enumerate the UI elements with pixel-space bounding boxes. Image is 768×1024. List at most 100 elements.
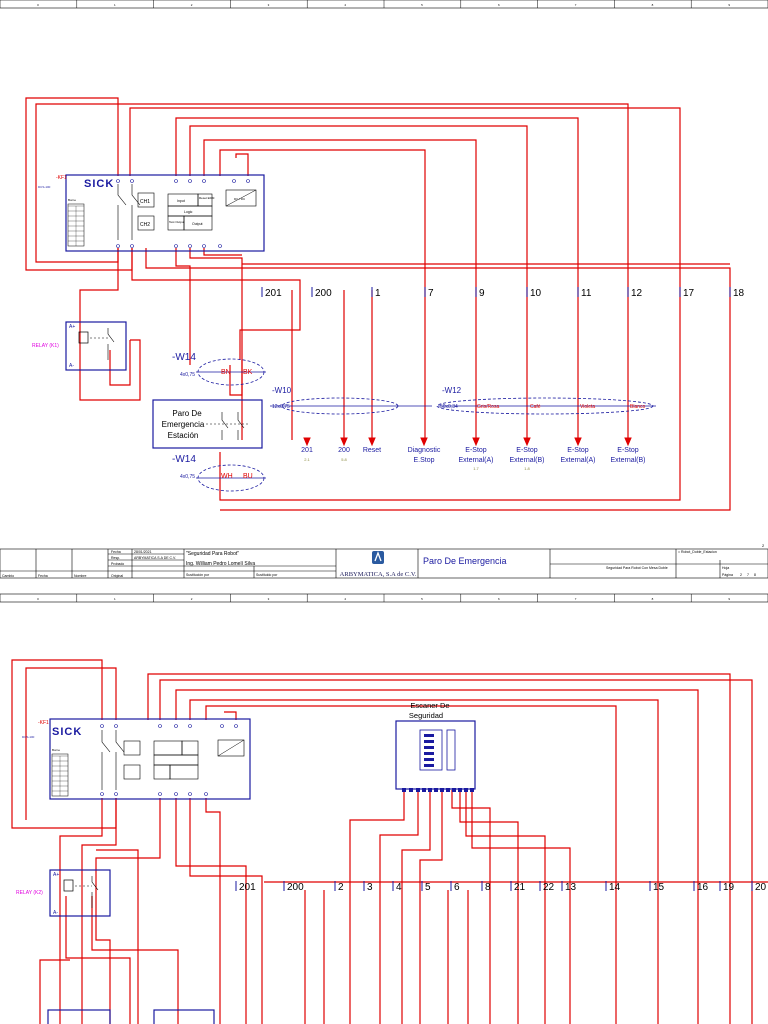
tb-hoja: Hoja [722, 566, 729, 570]
tb-resp-hdr: Resp. [111, 556, 120, 560]
ruler-number: 9 [728, 597, 730, 601]
scanner-pin [428, 788, 432, 792]
cable-w10-spec: 12x0,75 [272, 404, 290, 410]
company-logo [372, 551, 384, 564]
relay2-a-plus: A+ [53, 872, 59, 878]
tb-file: = Robot_Doble_Estacion [678, 550, 717, 554]
scanner-led [424, 758, 434, 761]
red-wiring [11, 659, 753, 1024]
tb-project: "Seguridad Para Robot" [186, 551, 239, 557]
output-arrow [574, 437, 582, 447]
tb-engineer: Ing. William Pedro Lomelí Silva [186, 561, 255, 567]
bus-label: 11 [581, 288, 592, 299]
ruler-number: 6 [498, 3, 500, 7]
ruler-number: 7 [575, 3, 577, 7]
ruler-number: 8 [652, 597, 654, 601]
scanner-pin [464, 788, 468, 792]
scanner-led [424, 740, 434, 743]
scanner-led [424, 734, 434, 737]
terminal-pin [116, 179, 120, 183]
tb-desc: Seguridad Para Robot Con Mesa Doble [606, 566, 668, 570]
output-ref: 2.1 [304, 457, 310, 462]
tb-fecha-val: 28/01/2021 [134, 550, 152, 554]
sick-logo: SICK [84, 178, 114, 190]
ruler-number: 9 [728, 3, 730, 7]
ruler-number: 0 [37, 3, 39, 7]
cable-w10-name: -W10 [272, 386, 292, 395]
tb-page-total: 8 [754, 573, 756, 577]
terminal-pins [116, 244, 222, 248]
output-ref: 5.8 [341, 457, 347, 462]
scanner-pin [402, 788, 406, 792]
sick-logo-2: SICK [52, 726, 82, 738]
cable-w14b-spec: 4x0,75 [180, 474, 195, 480]
test-output-label: Test Output [169, 220, 185, 224]
terminal-pin [220, 724, 224, 728]
terminal-pin [202, 244, 206, 248]
ruler-number: 4 [344, 597, 346, 601]
tb-probado-hdr: Probado [111, 562, 124, 566]
column-ruler [76, 594, 692, 602]
terminal-pin [188, 179, 192, 183]
output-label: Reset [363, 447, 381, 454]
terminal-pin [100, 792, 104, 796]
safety-scanner [395, 720, 476, 792]
scanner-line2: Seguridad [409, 711, 443, 720]
bus-label: 201 [265, 288, 282, 299]
ruler-number: 6 [498, 597, 500, 601]
bus-label: 6 [454, 882, 460, 893]
tb-fecha-hdr: Fecha [111, 550, 121, 554]
ch1-label: CH1 [140, 199, 150, 205]
relay-a-minus: A- [69, 363, 74, 369]
output-arrow [624, 437, 632, 447]
tb-pagina: Página [722, 573, 733, 577]
input-label: Input [177, 199, 185, 203]
ruler-number: 2 [191, 597, 193, 601]
bus-label: 15 [653, 882, 665, 893]
conductor-bu: BU [243, 473, 253, 480]
bus-label: 10 [530, 288, 542, 299]
output-label: 200 [338, 447, 350, 454]
estop-line1: Paro De [172, 409, 202, 418]
relay-k1 [65, 321, 127, 371]
estop-station-box [152, 399, 263, 449]
tb-page-corner: 2 [762, 543, 765, 548]
ruler-number: 7 [575, 597, 577, 601]
sheet-1 [0, 0, 768, 579]
scanner-pin [458, 788, 462, 792]
bus-label: 201 [239, 882, 256, 893]
title-block [0, 548, 768, 579]
relay-label: RELAY (K1) [32, 343, 59, 349]
output-label: E-Stop [567, 447, 589, 454]
ruler-number: 3 [268, 3, 270, 7]
ruler-number: 0 [37, 597, 39, 601]
output-arrow [523, 437, 531, 447]
tb-page-no: 2 [740, 573, 742, 577]
terminal-pin [188, 792, 192, 796]
output-arrow [420, 437, 428, 447]
scanner-pin [409, 788, 413, 792]
terminal-pin [174, 179, 178, 183]
terminal-pins [116, 179, 250, 183]
cable-w14-spec: 4x0,75 [180, 372, 195, 378]
cable-w12-name: -W12 [442, 386, 462, 395]
tb-sheet-title: Paro De Emergencia [423, 556, 507, 566]
scanner-pin [440, 788, 444, 792]
bus-label: 2 [338, 882, 344, 893]
bus-label: 16 [697, 882, 709, 893]
ruler-number: 5 [421, 597, 423, 601]
ch2-label: CH2 [140, 222, 150, 228]
ruler-number: 8 [652, 3, 654, 7]
terminal-pin [174, 724, 178, 728]
output-label: Diagnostic [408, 447, 441, 454]
wire-color-2: Café [530, 404, 541, 410]
ruler-number: 2 [191, 3, 193, 7]
device-code: DCS-100 [38, 185, 51, 189]
ruler-number: 4 [344, 3, 346, 7]
tb-col-original: Original [111, 574, 123, 578]
relay-label-2: RELAY (K2) [16, 890, 43, 896]
bus-label: 20 [755, 882, 767, 893]
bus-label: 17 [683, 288, 695, 299]
output-label: Output [192, 222, 203, 226]
terminal-pin [130, 179, 134, 183]
